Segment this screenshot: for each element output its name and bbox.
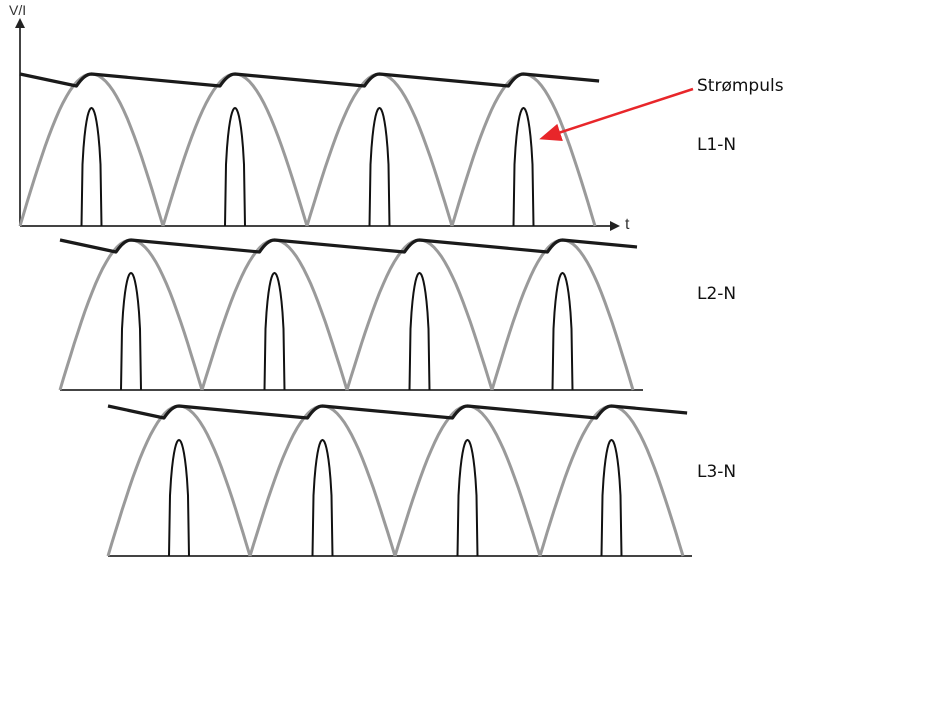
voltage-arch bbox=[305, 72, 454, 227]
current-pulse bbox=[120, 271, 142, 391]
current-pulse bbox=[600, 438, 623, 557]
voltage-arch bbox=[538, 404, 685, 557]
panel-label-l1: L1-N bbox=[697, 135, 737, 155]
y-axis-label: V/I bbox=[9, 2, 27, 18]
voltage-arch bbox=[490, 238, 635, 391]
current-pulse bbox=[224, 106, 246, 227]
current-pulse bbox=[80, 106, 103, 227]
voltage-arch bbox=[18, 72, 165, 227]
voltage-arch bbox=[58, 238, 204, 391]
voltage-arch bbox=[161, 72, 309, 227]
voltage-arch bbox=[345, 238, 494, 391]
current-pulse bbox=[263, 271, 286, 391]
voltage-arch bbox=[393, 404, 542, 557]
x-axis-label: t bbox=[625, 216, 630, 233]
voltage-arch bbox=[248, 404, 397, 557]
panel-label-l3: L3-N bbox=[697, 462, 737, 482]
current-pulse bbox=[311, 438, 334, 557]
current-pulse bbox=[512, 106, 535, 227]
dc-envelope bbox=[59, 238, 638, 254]
strompuls-arrow bbox=[539, 87, 694, 141]
strompuls-label: Strømpuls bbox=[697, 76, 784, 96]
current-pulse bbox=[168, 438, 190, 557]
panel-label-l2: L2-N bbox=[697, 284, 737, 304]
current-pulse bbox=[551, 271, 574, 391]
voltage-arch bbox=[106, 404, 252, 557]
voltage-arch bbox=[450, 72, 597, 227]
voltage-arch bbox=[200, 238, 349, 391]
dc-envelope bbox=[107, 404, 688, 420]
current-pulse bbox=[368, 106, 391, 227]
current-pulse bbox=[456, 438, 479, 557]
dc-envelope bbox=[19, 72, 600, 88]
current-pulse bbox=[408, 271, 431, 391]
